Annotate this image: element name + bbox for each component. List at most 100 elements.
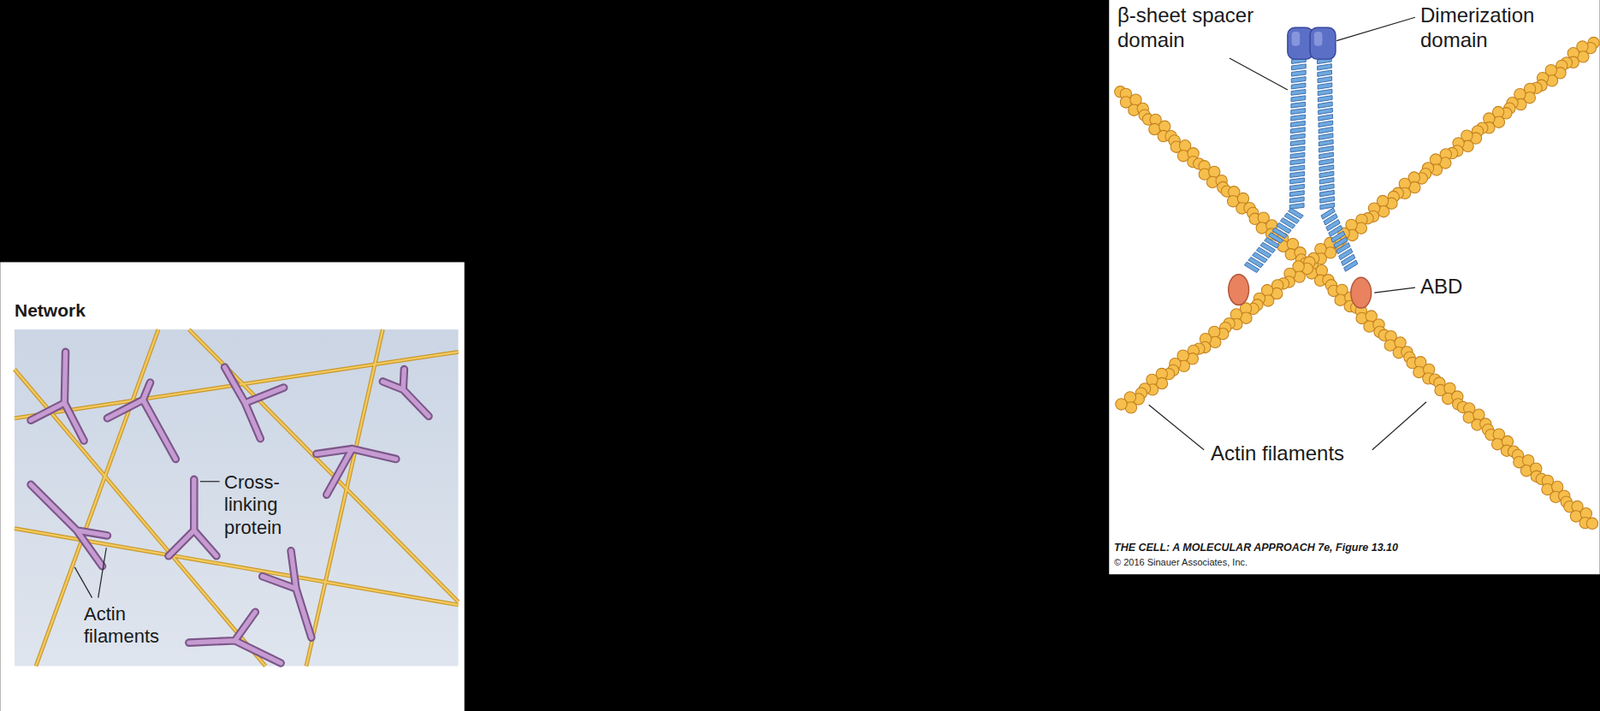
cross-linker <box>382 369 429 417</box>
spacer-segment <box>1291 82 1306 89</box>
cross-linker <box>30 351 84 441</box>
leader-line <box>1229 58 1288 90</box>
leader-line <box>98 547 107 598</box>
spacer-segment <box>1291 88 1306 95</box>
spacer-segment <box>1291 70 1306 77</box>
dimerization-domain <box>1287 27 1336 60</box>
spacer-segment <box>1291 77 1306 83</box>
dimer-highlight <box>1291 31 1301 47</box>
cross-linker <box>106 382 176 459</box>
spacer-segment <box>1318 146 1334 154</box>
leader-line <box>1372 402 1427 451</box>
abd-domain <box>1351 277 1372 309</box>
spacer-segment <box>1319 177 1334 185</box>
spacer-segment <box>1290 171 1305 178</box>
spacer-segment <box>1319 171 1334 178</box>
panel-ground <box>1108 0 1600 575</box>
leader-lines <box>74 481 220 599</box>
actin-filament <box>189 329 459 602</box>
leader-lines <box>1149 17 1427 451</box>
leader-line <box>74 567 92 599</box>
leader-line <box>1149 404 1204 450</box>
part-label: Cross- linking protein <box>224 471 303 540</box>
spacer-segment <box>1317 88 1333 95</box>
spacer-segment <box>1290 165 1305 172</box>
spacer-segment <box>1319 165 1334 172</box>
spacer-segment <box>1290 190 1305 197</box>
spacer-segment <box>1317 64 1333 71</box>
spacer-segment <box>1290 159 1305 166</box>
actin-filament-lines <box>14 329 459 666</box>
panel-ground <box>0 261 464 711</box>
spacer-segment <box>1291 120 1306 127</box>
spacer-segment <box>1289 196 1304 203</box>
actin-filament <box>306 329 383 666</box>
spacer-segment <box>1317 70 1333 77</box>
part-label: Actin filaments <box>83 603 180 649</box>
spacer-segment <box>1318 126 1334 134</box>
spacer-segment <box>1244 261 1259 273</box>
actin-filament <box>189 329 459 602</box>
spacer-segment <box>1318 133 1334 141</box>
spacer-segment <box>1291 108 1306 115</box>
cross-linker-fills <box>30 351 429 664</box>
cross-linker <box>316 449 397 496</box>
copyright-note: © 2016 Sinauer Associates, Inc. <box>1114 557 1248 569</box>
cross-linker <box>168 479 217 556</box>
spacer-segment <box>1320 196 1335 204</box>
spacer-segment <box>1344 260 1358 272</box>
spacer-segment <box>1290 177 1305 184</box>
cross-linker <box>168 479 217 556</box>
spacer-segment <box>1320 189 1335 197</box>
dimer-lobe <box>1287 27 1314 60</box>
actin-filament <box>306 329 383 666</box>
cross-linker <box>262 551 312 638</box>
part-label: Actin filaments <box>1210 441 1345 467</box>
actin-binding-domains <box>1228 274 1372 309</box>
part-label: ABD <box>1420 274 1463 300</box>
spacer-segment <box>1290 152 1305 159</box>
spacer-segment <box>1291 101 1306 108</box>
spacer-segment <box>1318 107 1334 114</box>
actin-bead <box>1586 517 1598 529</box>
cross-linker <box>189 611 281 664</box>
figure-credit: THE CELL: A MOLECULAR APPROACH 7e, Figur… <box>1114 541 1399 555</box>
spacer-segment <box>1318 139 1334 147</box>
dimer-highlight <box>1314 31 1323 47</box>
actin-bead <box>1115 398 1127 410</box>
spacer-segment <box>1318 114 1334 122</box>
spacer-segment <box>1318 120 1334 128</box>
spacer-segment <box>1317 76 1333 83</box>
spacer-segment <box>1319 183 1334 191</box>
dimer-lobe <box>1309 27 1336 60</box>
part-label: Dimerization domain <box>1420 3 1573 54</box>
part-label: β-sheet spacer domain <box>1117 3 1293 54</box>
panel-title: Network <box>14 299 86 321</box>
spacer-segment <box>1318 101 1334 108</box>
cross-linker <box>189 611 281 664</box>
cross-linker <box>30 484 107 566</box>
cross-linker <box>30 484 107 566</box>
spacer-segment <box>1291 64 1307 71</box>
leader-line <box>1374 287 1416 293</box>
cross-linker <box>262 551 312 638</box>
spacer-segment <box>1290 183 1305 190</box>
leader-line <box>1336 17 1416 41</box>
cross-linker <box>225 367 285 439</box>
spacer-segment <box>1290 127 1305 134</box>
spacer-segment <box>1319 158 1334 166</box>
spacer-segment <box>1290 133 1305 140</box>
cross-linker <box>316 449 397 496</box>
cross-linker-outlines <box>30 351 429 664</box>
spacer-segment <box>1290 140 1305 147</box>
beta-sheet-spacers <box>1244 57 1358 273</box>
abd-domain <box>1228 274 1250 306</box>
actin-filaments <box>1114 36 1600 529</box>
spacer-segment <box>1317 95 1333 102</box>
spacer-segment <box>1290 146 1305 153</box>
spacer-segment <box>1317 82 1333 89</box>
spacer-segment <box>1291 95 1306 102</box>
cross-linker <box>225 367 285 439</box>
